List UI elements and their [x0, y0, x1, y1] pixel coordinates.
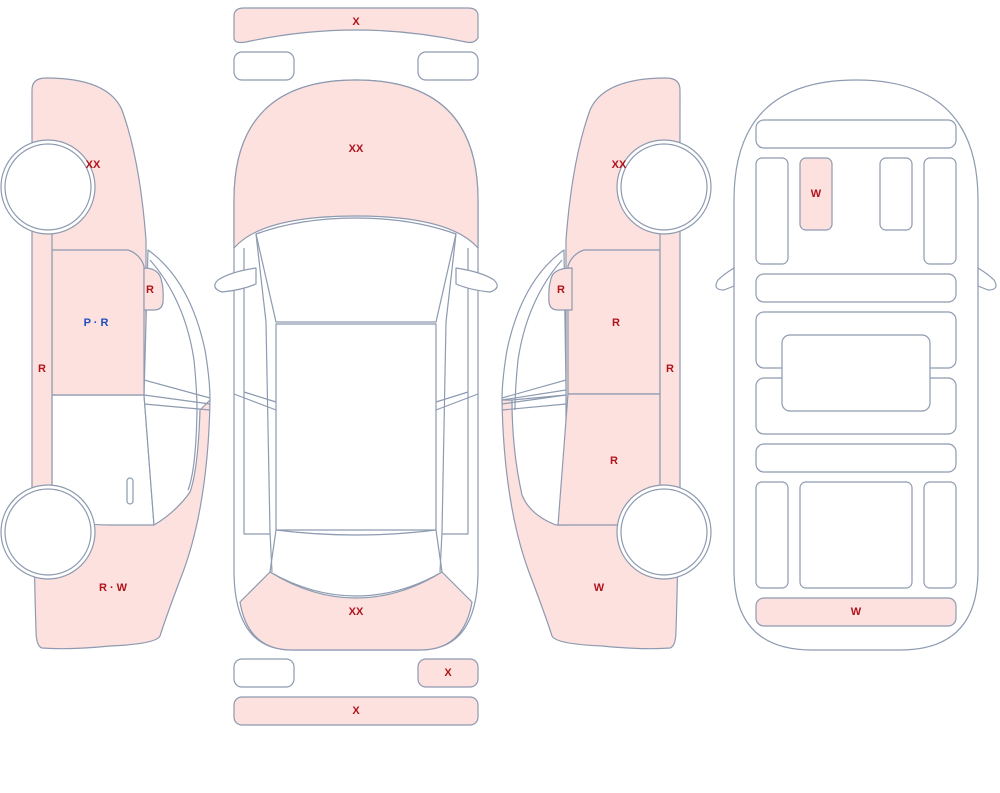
left-mirror [143, 267, 164, 311]
underbody-front-right-pad [879, 157, 913, 231]
left-glass-inner [149, 259, 198, 491]
top-left-mirror [214, 267, 257, 293]
right-rear-quarter-label: W [594, 582, 605, 594]
left-rocker-panel [31, 229, 53, 491]
right-rocker-label: R [666, 363, 674, 375]
underbody-front-left-rail [755, 157, 789, 265]
rear-right-light [417, 658, 479, 688]
left-front-wheel-inner [4, 143, 92, 231]
underbody-left-mirror [715, 267, 735, 291]
right-glass-inner [514, 259, 563, 411]
right-side-view: XX R R R R W [501, 77, 712, 650]
right-front-wheel-inner [620, 143, 708, 231]
top-left-sidelines [233, 233, 277, 573]
right-front-door-label: R [612, 317, 620, 329]
underbody-front-crossmember [755, 119, 957, 149]
roof [275, 323, 437, 531]
trunk-lid-label: XX [349, 606, 364, 618]
hood [233, 79, 479, 249]
left-rear-wheel-inner [4, 488, 92, 576]
rear-bumper-label: X [352, 705, 360, 717]
left-front-door [51, 249, 145, 396]
underbody-rear-floor [799, 481, 913, 589]
top-right-mirror [455, 267, 498, 293]
underbody-right-mirror [977, 267, 997, 291]
underbody-center-tunnel [781, 334, 931, 412]
trunk-lid [239, 571, 473, 651]
right-rear-door-label: R [610, 455, 618, 467]
left-mirror-label: R [146, 284, 154, 296]
left-side-view: XX P · R R R R · W [0, 77, 211, 650]
windshield [255, 217, 457, 323]
right-glass-divider [501, 379, 567, 411]
front-right-light [417, 51, 479, 81]
rear-window [269, 529, 443, 597]
rear-left-light [233, 658, 295, 688]
front-bumper-label: X [352, 16, 360, 28]
right-front-door [567, 249, 661, 395]
right-front-fender-label: XX [612, 159, 627, 171]
left-rocker-label: R [38, 363, 46, 375]
left-door-handle [126, 477, 134, 505]
front-left-light [233, 51, 295, 81]
hood-label: XX [349, 143, 364, 155]
right-mirror [548, 267, 573, 311]
underbody-view: W W [715, 79, 997, 651]
right-mirror-label: R [557, 284, 565, 296]
left-rear-quarter-label: R · W [99, 582, 128, 594]
left-door-glass [143, 249, 211, 526]
underbody-rear-panel-label: W [851, 606, 862, 618]
left-front-door-label: P · R [84, 317, 109, 329]
underbody-rear-crossmember [755, 443, 957, 473]
left-glass-divider [143, 379, 211, 411]
rear-right-light-label: X [444, 667, 452, 679]
underbody-front-pad-label: W [811, 188, 822, 200]
underbody-front-pad [799, 157, 833, 231]
underbody-rear-right-rail [923, 481, 957, 589]
top-view: X XX XX X X [214, 7, 498, 726]
left-front-fender-label: XX [86, 159, 101, 171]
right-rear-wheel-inner [620, 488, 708, 576]
front-bumper [233, 7, 479, 44]
top-right-sidelines [435, 233, 479, 573]
rear-bumper [233, 696, 479, 726]
underbody-mid-crossmember [755, 273, 957, 303]
underbody-rear-left-rail [755, 481, 789, 589]
underbody-rear-panel [755, 597, 957, 627]
underbody-front-right-rail [923, 157, 957, 265]
right-rocker-panel [659, 229, 681, 491]
right-window-area [511, 394, 567, 526]
